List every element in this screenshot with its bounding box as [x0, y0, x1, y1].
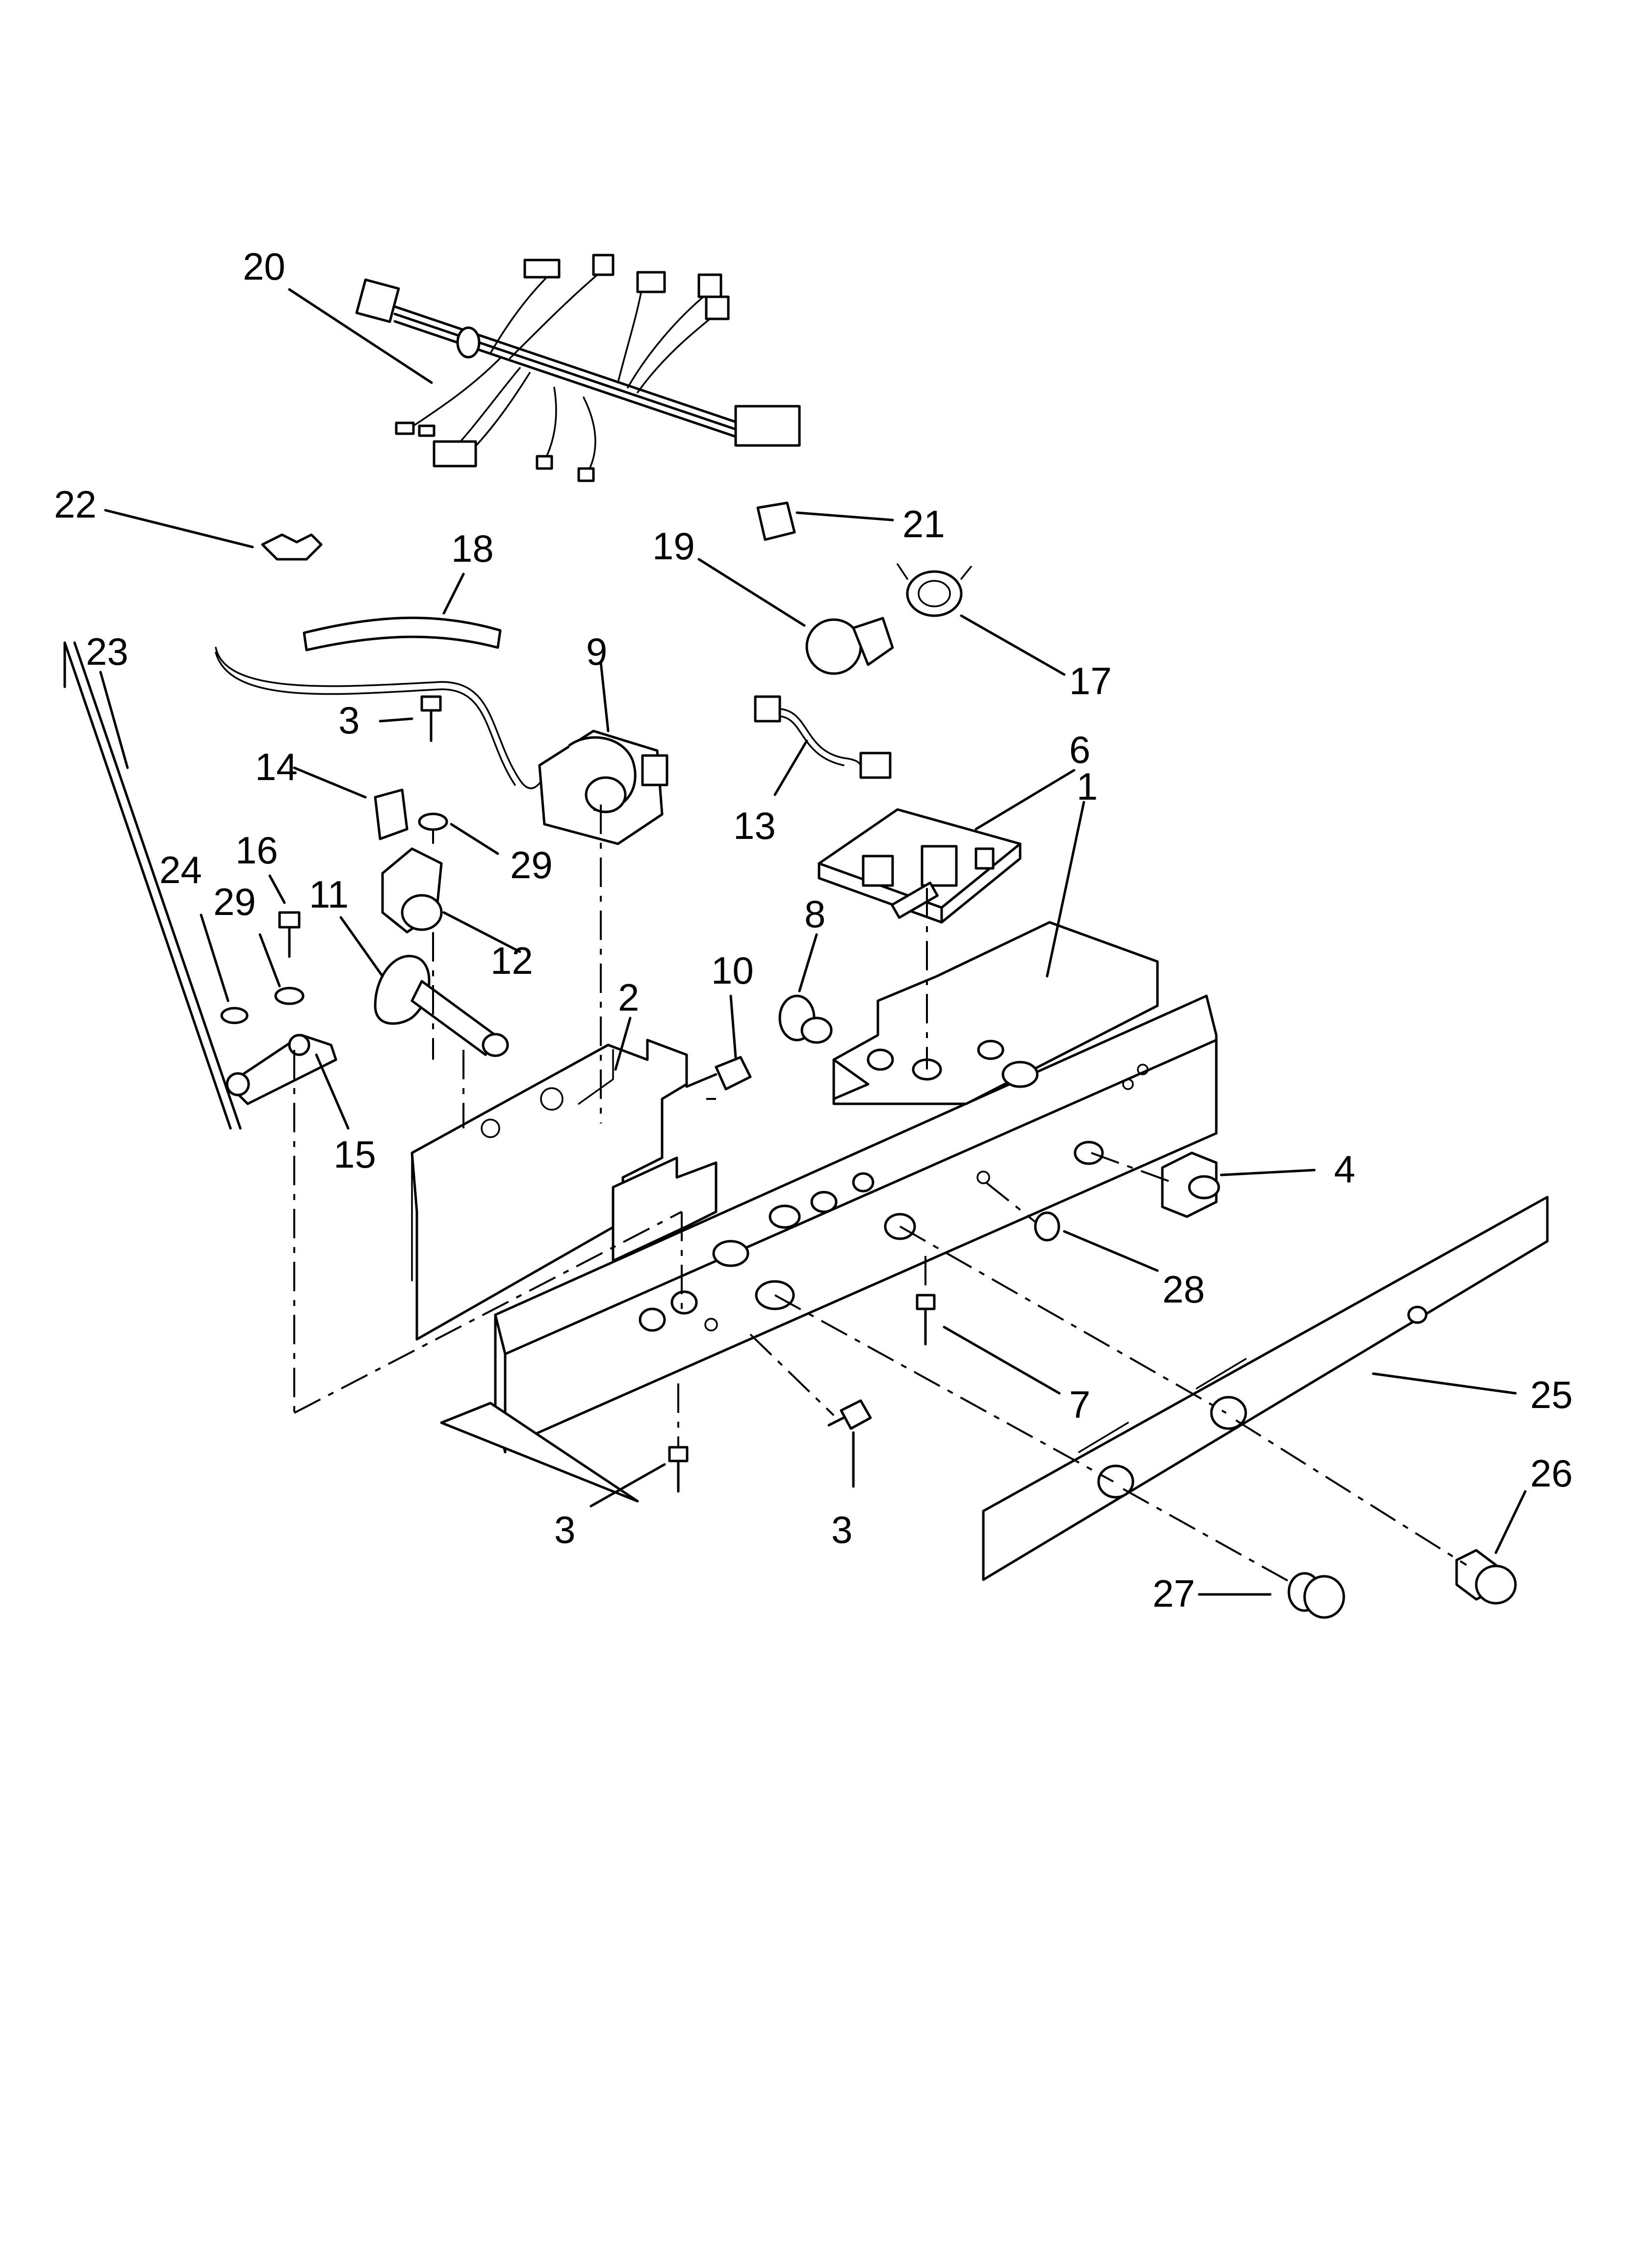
socket-clip-part — [756, 501, 796, 541]
callout-2: 2 — [618, 976, 639, 1019]
light-lens-part — [1034, 1211, 1060, 1242]
control-panel-part — [982, 1196, 1549, 1581]
light-switch-part — [1161, 1151, 1220, 1218]
callout-6: 6 — [1069, 728, 1090, 771]
callout-7: 7 — [1069, 1383, 1090, 1426]
callout-29-upper: 29 — [510, 843, 553, 886]
washer-part — [418, 812, 448, 831]
callout-3-upper: 3 — [338, 699, 359, 742]
callout-22: 22 — [54, 483, 97, 526]
callout-26: 26 — [1530, 1452, 1573, 1495]
screw-part — [420, 695, 442, 742]
damper-control-part — [374, 955, 509, 1057]
callout-24: 24 — [159, 848, 202, 891]
callout-18: 18 — [451, 527, 494, 570]
callout-3-lower-left: 3 — [554, 1508, 575, 1551]
callout-28: 28 — [1162, 1268, 1205, 1311]
control-knob-part — [1455, 1549, 1517, 1605]
screw-part — [685, 1056, 752, 1091]
thermostat-part — [538, 730, 668, 845]
callout-8: 8 — [804, 892, 825, 936]
callout-11: 11 — [309, 873, 349, 916]
light-shield-part — [778, 994, 833, 1044]
mounting-bracket-part — [410, 1039, 688, 1341]
callout-19: 19 — [652, 524, 695, 568]
callout-12: 12 — [490, 939, 533, 982]
lamp-socket-part — [897, 563, 972, 617]
assembly-guide-lines — [293, 805, 1467, 1586]
jumper-harness-part — [754, 695, 892, 779]
callout-25: 25 — [1530, 1373, 1573, 1416]
callout-23: 23 — [86, 630, 128, 673]
callout-4: 4 — [1334, 1147, 1355, 1191]
clip-bracket-part — [374, 788, 409, 840]
callout-13: 13 — [733, 804, 776, 847]
screw-part — [668, 1446, 689, 1493]
callout-14: 14 — [255, 745, 298, 788]
screw-part — [827, 1399, 872, 1430]
capillary-tube — [215, 647, 550, 789]
damper-rod-part — [63, 641, 242, 1130]
screw-part — [278, 911, 301, 958]
callout-10: 10 — [711, 949, 754, 992]
control-board-part — [818, 808, 1022, 924]
callout-29-lower: 29 — [213, 880, 256, 923]
callout-3-lower-right: 3 — [831, 1508, 852, 1551]
screw-part — [916, 1294, 936, 1346]
bracket-part — [381, 847, 443, 934]
damper-lever-part — [226, 1034, 337, 1105]
washer-part — [220, 1007, 249, 1024]
callout-15: 15 — [334, 1133, 376, 1176]
clip-part — [261, 533, 323, 561]
washer-part — [274, 987, 305, 1005]
control-knob-part — [1287, 1572, 1345, 1619]
callout-17: 17 — [1069, 659, 1112, 703]
tube-part — [303, 616, 502, 652]
callout-21: 21 — [902, 502, 945, 546]
callout-9: 9 — [586, 630, 607, 673]
callout-27: 27 — [1153, 1572, 1195, 1615]
leader-arrows — [99, 288, 1527, 1596]
callout-1: 1 — [1077, 765, 1098, 808]
callout-20: 20 — [243, 245, 285, 288]
light-bulb-part — [805, 617, 894, 675]
wire-harness-part — [355, 254, 801, 482]
callout-16: 16 — [235, 829, 278, 872]
